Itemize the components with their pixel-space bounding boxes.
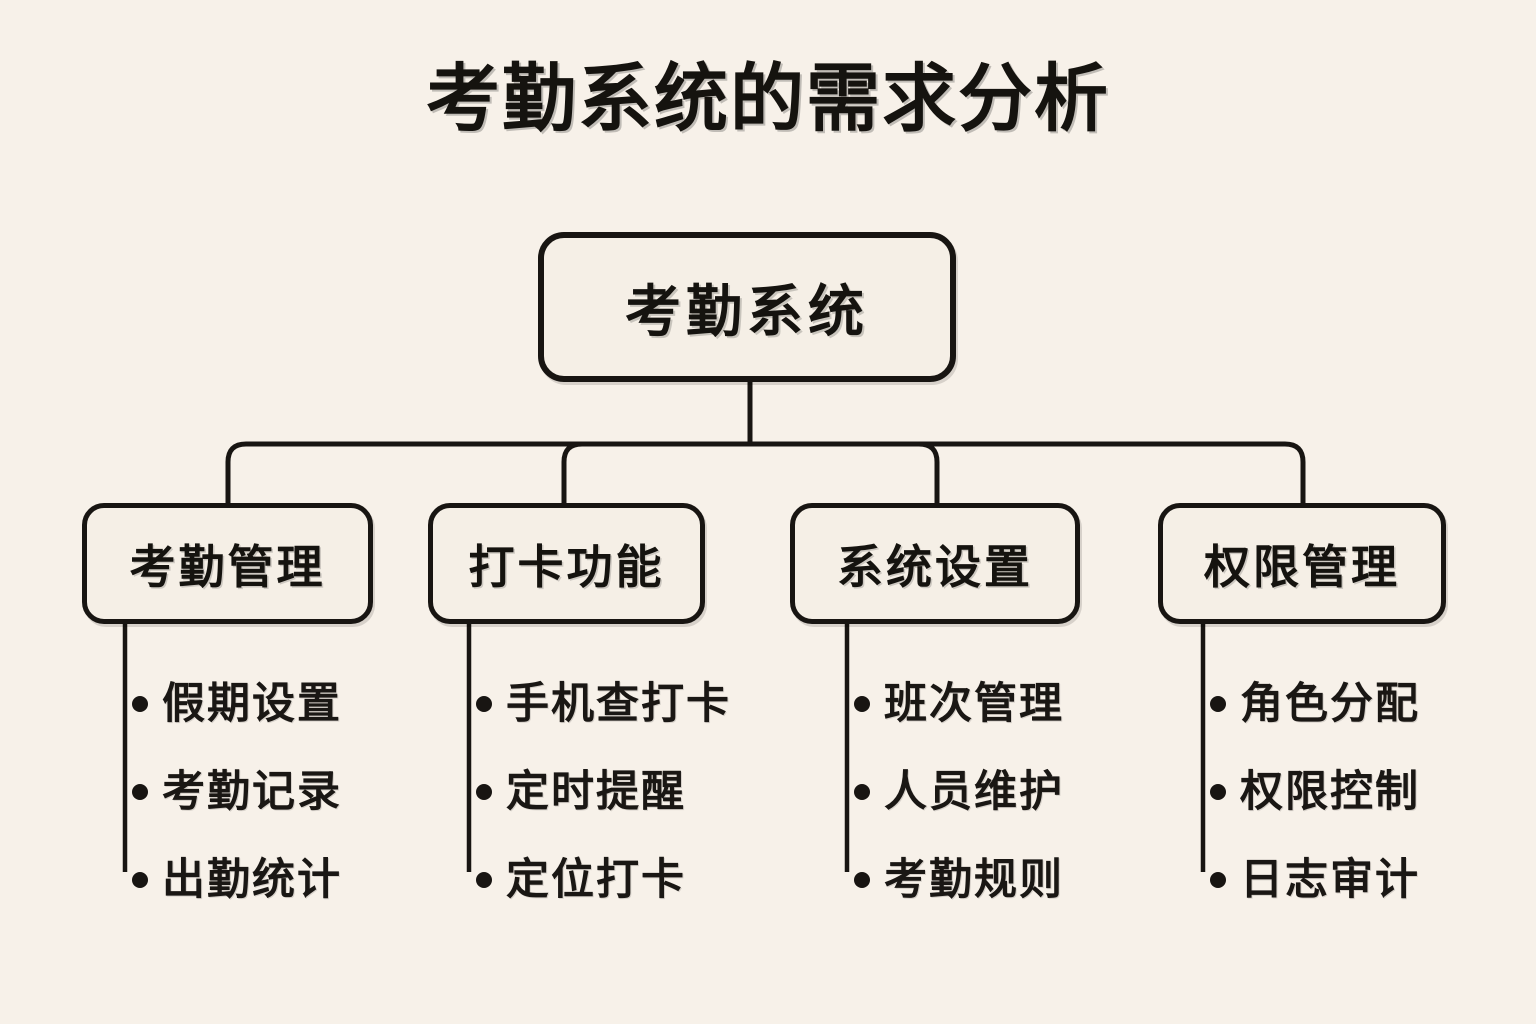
- connector-elbow-3: [918, 441, 940, 503]
- leaf-label: 定位打卡: [506, 855, 686, 904]
- leaf-label: 假期设置: [162, 679, 342, 728]
- bullet-icon: [132, 872, 148, 888]
- leaf-item[interactable]: 班次管理: [854, 660, 1064, 748]
- leaf-label: 角色分配: [1240, 679, 1420, 728]
- leaf-label: 人员维护: [884, 767, 1064, 816]
- bullet-icon: [1210, 696, 1226, 712]
- bullet-icon: [132, 784, 148, 800]
- leaf-item[interactable]: 考勤规则: [854, 836, 1064, 924]
- leaf-item[interactable]: 出勤统计: [132, 836, 342, 924]
- node-root-label: 考勤系统: [625, 279, 869, 343]
- node-branch-label: 系统设置: [837, 540, 1033, 593]
- leaf-label: 考勤规则: [884, 855, 1064, 904]
- page-title: 考勤系统的需求分析: [426, 57, 1110, 140]
- bullet-icon: [132, 696, 148, 712]
- leaf-item[interactable]: 角色分配: [1210, 660, 1420, 748]
- bullet-icon: [854, 872, 870, 888]
- leaf-label: 定时提醒: [506, 767, 686, 816]
- bullet-icon: [854, 696, 870, 712]
- leaf-label: 日志审计: [1240, 855, 1420, 904]
- node-branch-punch-function[interactable]: 打卡功能: [428, 503, 705, 624]
- leaf-list-punch-function: 手机查打卡 定时提醒 定位打卡: [476, 660, 731, 924]
- leaf-item[interactable]: 人员维护: [854, 748, 1064, 836]
- leaf-item[interactable]: 日志审计: [1210, 836, 1420, 924]
- connector-bus: [225, 441, 1306, 503]
- leaf-label: 出勤统计: [162, 855, 342, 904]
- leaf-item[interactable]: 假期设置: [132, 660, 342, 748]
- leaf-label: 班次管理: [884, 679, 1064, 728]
- leaf-item[interactable]: 手机查打卡: [476, 660, 731, 748]
- leaf-item[interactable]: 定位打卡: [476, 836, 731, 924]
- bullet-icon: [1210, 784, 1226, 800]
- node-branch-label: 考勤管理: [129, 540, 326, 593]
- bullet-icon: [1210, 872, 1226, 888]
- bullet-icon: [854, 784, 870, 800]
- leaf-list-permission-management: 角色分配 权限控制 日志审计: [1210, 660, 1420, 924]
- bullet-icon: [476, 696, 492, 712]
- node-branch-label: 打卡功能: [468, 540, 665, 593]
- leaf-label: 权限控制: [1240, 767, 1420, 816]
- leaf-label: 考勤记录: [162, 767, 342, 816]
- leaf-list-attendance-management: 假期设置 考勤记录 出勤统计: [132, 660, 342, 924]
- node-root[interactable]: 考勤系统: [538, 232, 956, 382]
- bullet-icon: [476, 784, 492, 800]
- connector-elbow-2: [561, 441, 583, 503]
- leaf-item[interactable]: 定时提醒: [476, 748, 731, 836]
- leaf-item[interactable]: 考勤记录: [132, 748, 342, 836]
- node-branch-attendance-management[interactable]: 考勤管理: [82, 503, 373, 624]
- node-branch-permission-management[interactable]: 权限管理: [1158, 503, 1446, 624]
- leaf-list-system-settings: 班次管理 人员维护 考勤规则: [854, 660, 1064, 924]
- leaf-item[interactable]: 权限控制: [1210, 748, 1420, 836]
- node-branch-label: 权限管理: [1204, 540, 1400, 593]
- bullet-icon: [476, 872, 492, 888]
- node-branch-system-settings[interactable]: 系统设置: [790, 503, 1080, 624]
- leaf-label: 手机查打卡: [506, 679, 731, 728]
